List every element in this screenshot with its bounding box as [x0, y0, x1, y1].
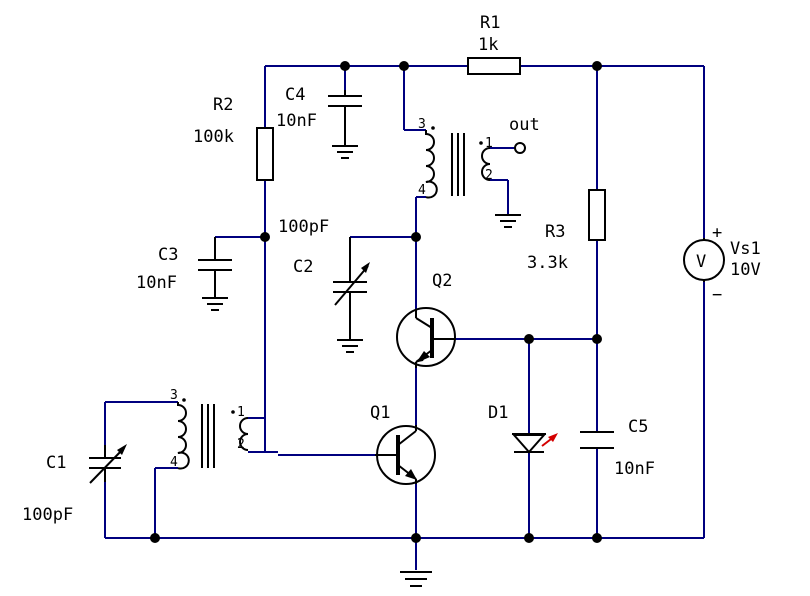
resistor-r3[interactable]: R3 3.3k	[527, 189, 606, 273]
r2-value: 100k	[193, 127, 234, 147]
c3-value: 10nF	[136, 273, 177, 293]
transistor-q1[interactable]: Q1	[370, 403, 436, 485]
out-label: out	[509, 115, 540, 135]
t1-pin2: 2	[237, 437, 245, 452]
r3-value: 3.3k	[527, 253, 568, 273]
t2-pin4: 4	[418, 183, 426, 198]
ground-icon	[400, 571, 432, 587]
transformer-bottom[interactable]: 3 4 1 2	[170, 388, 249, 470]
vs1-value: 10V	[730, 260, 761, 280]
led-d1[interactable]: D1	[488, 403, 558, 454]
ground-icon	[332, 145, 358, 159]
c2-ref: C2	[293, 257, 313, 277]
transistor-q2[interactable]: Q2	[396, 271, 456, 368]
ground-icon	[495, 214, 521, 228]
r2-ref: R2	[213, 95, 233, 115]
c5-value: 10nF	[614, 459, 655, 479]
capacitor-c5[interactable]: C5 10nF	[580, 417, 655, 479]
t1-pin3: 3	[170, 388, 178, 403]
resistor-r2[interactable]: R2 100k	[193, 95, 274, 181]
c2-value: 100pF	[278, 217, 329, 237]
light-emission-icon	[541, 433, 558, 447]
c4-value: 10nF	[276, 111, 317, 131]
c1-value: 100pF	[22, 505, 73, 525]
t2-pin2: 2	[485, 168, 493, 183]
c1-ref: C1	[46, 453, 66, 473]
vs1-minus: −	[712, 285, 722, 305]
c5-ref: C5	[628, 417, 648, 437]
resistor-r1[interactable]: R1 1k	[467, 13, 521, 75]
r1-ref: R1	[480, 13, 500, 33]
r1-value: 1k	[478, 35, 498, 55]
voltage-source-vs1[interactable]: V + − Vs1 10V	[683, 223, 761, 305]
capacitor-c3[interactable]: C3 10nF	[136, 237, 232, 298]
variable-capacitor-c2[interactable]: 100pF C2	[278, 217, 370, 340]
q2-ref: Q2	[432, 271, 452, 291]
output-terminal[interactable]: out	[509, 115, 540, 154]
t2-pin3: 3	[418, 117, 426, 132]
c3-ref: C3	[158, 245, 178, 265]
t1-pin4: 4	[170, 455, 178, 470]
ground-icon	[202, 297, 228, 311]
q1-ref: Q1	[370, 403, 390, 423]
c4-ref: C4	[285, 85, 305, 105]
variable-capacitor-c1[interactable]: C1 100pF	[22, 444, 127, 525]
vs1-ref: Vs1	[730, 239, 761, 259]
d1-ref: D1	[488, 403, 508, 423]
vs1-plus: +	[712, 223, 722, 243]
wires	[104, 65, 705, 570]
t2-pin1: 1	[485, 136, 493, 151]
ground-icon	[337, 339, 363, 353]
capacitor-c4[interactable]: C4 10nF	[276, 85, 362, 146]
r3-ref: R3	[545, 222, 565, 242]
junction-dots	[150, 61, 602, 543]
t1-pin1: 1	[237, 405, 245, 420]
vs1-symbol: V	[696, 252, 706, 272]
transformer-top[interactable]: 3 4 1 2	[418, 117, 493, 199]
